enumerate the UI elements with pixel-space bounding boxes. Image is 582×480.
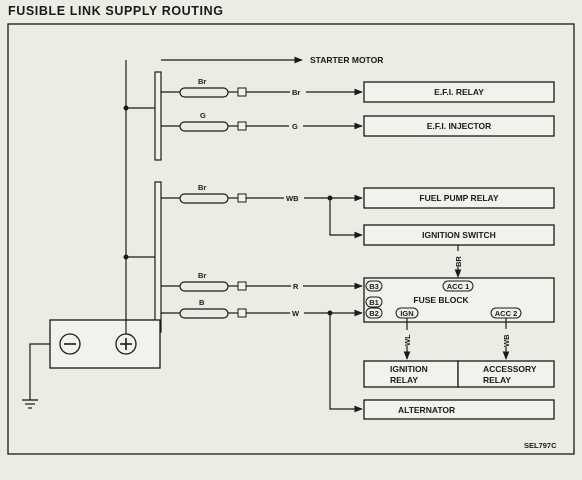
- ignition-switch-box: [363, 224, 555, 246]
- ign-switch-wire-color: BR: [454, 256, 463, 267]
- fusible-link-1: [161, 87, 363, 98]
- fusible-link-5: [161, 308, 363, 413]
- link2-color-label: G: [200, 111, 206, 120]
- upper-bus-bar: [154, 71, 162, 161]
- link4-color-label: Br: [198, 271, 206, 280]
- reference-code: SEL797C: [524, 441, 557, 450]
- link2-wire-color: G: [292, 122, 298, 131]
- diagram-title: FUSIBLE LINK SUPPLY ROUTING: [8, 4, 224, 18]
- terminal-b1: B1: [365, 296, 383, 308]
- terminal-acc1: ACC 1: [442, 280, 474, 292]
- accessory-relay-box: [457, 360, 555, 388]
- fuse-block-label: FUSE BLOCK: [413, 295, 469, 305]
- svg-text:ACC 1: ACC 1: [447, 282, 470, 291]
- efi-relay-label: E.F.I. RELAY: [434, 87, 484, 97]
- link1-color-label: Br: [198, 77, 206, 86]
- fuel-pump-relay-label: FUEL PUMP RELAY: [419, 193, 499, 203]
- terminal-acc2: ACC 2: [490, 307, 522, 319]
- efi-injector-label: E.F.I. INJECTOR: [427, 121, 492, 131]
- svg-text:IGN: IGN: [400, 309, 413, 318]
- link5-wire-color: W: [292, 309, 300, 318]
- starter-motor-label: STARTER MOTOR: [310, 55, 383, 65]
- alternator-label: ALTERNATOR: [398, 405, 455, 415]
- link1-wire-color: Br: [292, 88, 300, 97]
- diagram-frame: [7, 23, 575, 455]
- fusible-link-2: [161, 121, 363, 132]
- link3-color-label: Br: [198, 183, 206, 192]
- ground-symbol: [22, 399, 38, 409]
- fusible-link-4: [161, 281, 363, 292]
- svg-text:B3: B3: [369, 282, 379, 291]
- ignition-relay-box: [363, 360, 459, 388]
- svg-text:B2: B2: [369, 309, 379, 318]
- alternator-box: [363, 399, 555, 420]
- main-trunk-wire: [123, 60, 155, 317]
- efi-injector-box: [363, 115, 555, 137]
- accessory-relay-label-1: ACCESSORY: [483, 364, 537, 374]
- ignition-relay-label-1: IGNITION: [390, 364, 428, 374]
- fusible-link-3: [161, 193, 363, 239]
- fuse-block-box: [363, 277, 555, 323]
- lower-bus-bar: [154, 181, 162, 333]
- terminal-b2: B2: [365, 307, 383, 319]
- link5-color-label: B: [199, 298, 205, 307]
- terminal-b3: B3: [365, 280, 383, 292]
- fuel-pump-relay-box: [363, 187, 555, 209]
- link3-wire-color: WB: [286, 194, 299, 203]
- accessory-relay-label-2: RELAY: [483, 375, 511, 385]
- svg-text:B1: B1: [369, 298, 379, 307]
- link4-wire-color: R: [293, 282, 299, 291]
- acc-relay-wire-color: WB: [502, 334, 511, 347]
- ignition-relay-label-2: RELAY: [390, 375, 418, 385]
- battery: [29, 317, 161, 400]
- efi-relay-box: [363, 81, 555, 103]
- ign-relay-wire-color: WL: [403, 334, 412, 346]
- svg-text:ACC 2: ACC 2: [495, 309, 518, 318]
- ignition-switch-label: IGNITION SWITCH: [422, 230, 496, 240]
